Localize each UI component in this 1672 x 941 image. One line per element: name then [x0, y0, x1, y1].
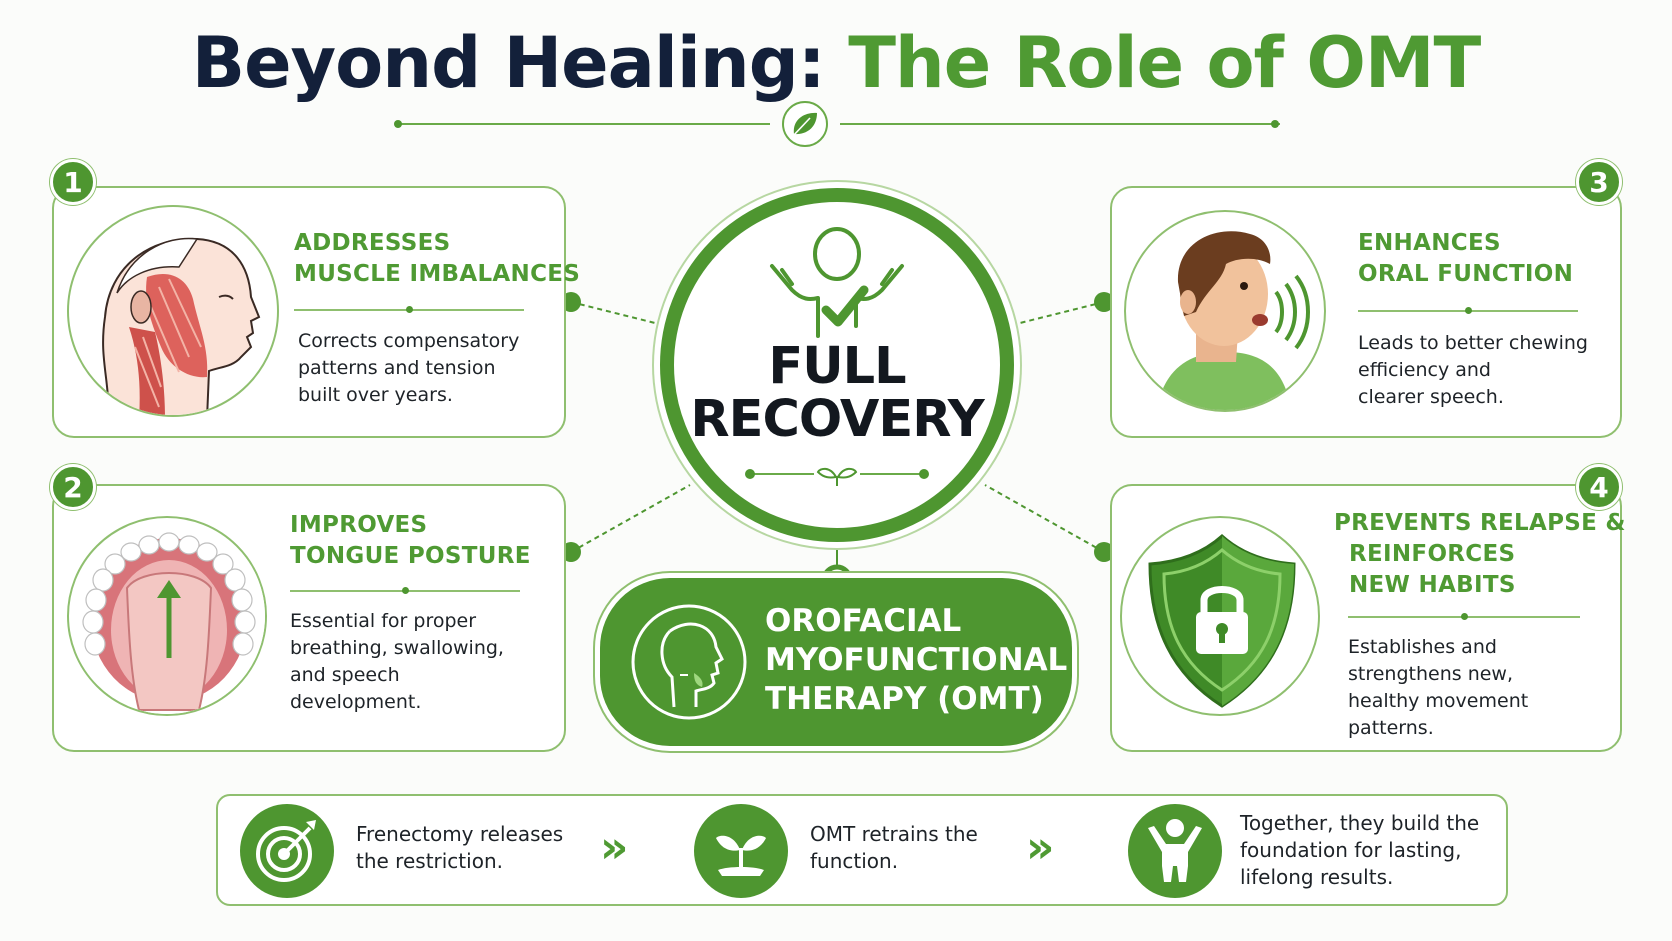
person-raised-arms-icon — [1128, 804, 1222, 898]
card-2-heading-line-2: TONGUE POSTURE — [290, 543, 531, 569]
card-4-text-line-4: patterns. — [1348, 717, 1434, 739]
head-muscles-icon — [67, 205, 279, 417]
card-3-text-line-2: efficiency and — [1358, 359, 1491, 381]
card-1-text: Corrects compensatory patterns and tensi… — [298, 328, 519, 409]
page-title: Beyond Healing: The Role of OMT — [0, 18, 1672, 108]
step-2-line-2: function. — [810, 849, 899, 873]
omt-line-2: MYOFUNCTIONAL — [765, 642, 1068, 678]
leaf-icon — [792, 112, 817, 137]
face-profile-icon — [631, 604, 747, 720]
card-4-divider — [1348, 613, 1580, 620]
card-3-divider — [1358, 307, 1578, 314]
step-badge-4: 4 — [1576, 464, 1622, 510]
card-2-heading: IMPROVES TONGUE POSTURE — [290, 510, 531, 572]
speaking-person-icon — [1124, 210, 1326, 412]
card-3-heading-line-2: ORAL FUNCTION — [1358, 261, 1574, 287]
omt-label: OROFACIAL MYOFUNCTIONAL THERAPY (OMT) — [765, 602, 1067, 719]
card-1-heading-line-1: ADDRESSES — [294, 230, 451, 256]
card-1-text-line-3: built over years. — [298, 384, 453, 406]
full-recovery-line-2: RECOVERY — [690, 390, 984, 449]
sprout-divider — [745, 462, 929, 488]
chevron-right-icon: » — [1026, 822, 1055, 873]
step-badge-3: 3 — [1576, 159, 1622, 205]
card-3-text-line-3: clearer speech. — [1358, 386, 1504, 408]
card-2-text-line-1: Essential for proper — [290, 610, 477, 632]
step-1-text: Frenectomy releases the restriction. — [356, 821, 563, 875]
card-4-heading-line-2: REINFORCES — [1349, 541, 1516, 567]
card-3-text-line-1: Leads to better chewing — [1358, 332, 1588, 354]
card-2-text-line-3: and speech — [290, 664, 400, 686]
card-2-divider — [290, 587, 520, 594]
step-badge-2: 2 — [50, 464, 96, 510]
step-3-line-1: Together, they build the — [1240, 811, 1480, 835]
card-2-text: Essential for proper breathing, swallowi… — [290, 608, 504, 716]
card-3-heading-line-1: ENHANCES — [1358, 230, 1501, 256]
card-3-heading: ENHANCES ORAL FUNCTION — [1358, 228, 1573, 290]
card-4-text-line-3: healthy movement — [1348, 690, 1529, 712]
title-part-2: The Role of OMT — [848, 22, 1481, 104]
full-recovery-title: FULL RECOVERY — [660, 340, 1014, 446]
step-2-text: OMT retrains the function. — [810, 821, 978, 875]
chevron-right-icon: » — [600, 822, 629, 873]
target-icon — [240, 804, 334, 898]
card-4-text-line-2: strengthens new, — [1348, 663, 1514, 685]
card-3-text: Leads to better chewing efficiency and c… — [1358, 330, 1588, 411]
card-1-divider — [294, 306, 524, 313]
card-4-text-line-1: Establishes and — [1348, 636, 1497, 658]
card-4-heading-line-3: NEW HABITS — [1349, 572, 1516, 598]
card-1-heading: ADDRESSES MUSCLE IMBALANCES — [294, 228, 580, 290]
card-1-heading-line-2: MUSCLE IMBALANCES — [294, 261, 581, 287]
person-check-icon — [770, 227, 904, 338]
step-1-line-2: the restriction. — [356, 849, 503, 873]
card-2-text-line-4: development. — [290, 691, 422, 713]
card-2-text-line-2: breathing, swallowing, — [290, 637, 504, 659]
step-3-line-3: lifelong results. — [1240, 865, 1394, 889]
card-4-text: Establishes and strengthens new, healthy… — [1348, 634, 1528, 742]
step-1-line-1: Frenectomy releases — [356, 822, 564, 846]
shield-lock-icon — [1120, 516, 1320, 716]
omt-line-3: THERAPY (OMT) — [765, 681, 1044, 717]
card-4-heading-line-1: PREVENTS RELAPSE & — [1334, 510, 1626, 536]
full-recovery-line-1: FULL — [768, 337, 906, 396]
card-2-heading-line-1: IMPROVES — [290, 512, 428, 538]
sprout-icon — [816, 467, 858, 486]
title-part-1: Beyond Healing: — [191, 22, 826, 104]
card-4-heading: PREVENTS RELAPSE & REINFORCES NEW HABITS — [1334, 508, 1626, 601]
step-3-text: Together, they build the foundation for … — [1240, 810, 1479, 891]
card-1-text-line-1: Corrects compensatory — [298, 330, 520, 352]
omt-line-1: OROFACIAL — [765, 603, 962, 639]
process-summary-bar — [216, 794, 1508, 906]
step-2-line-1: OMT retrains the — [810, 822, 978, 846]
mouth-tongue-icon — [67, 516, 267, 716]
card-1-text-line-2: patterns and tension — [298, 357, 496, 379]
sprout-icon — [694, 804, 788, 898]
title-divider — [394, 101, 1280, 147]
step-badge-1: 1 — [50, 159, 96, 205]
step-3-line-2: foundation for lasting, — [1240, 838, 1462, 862]
